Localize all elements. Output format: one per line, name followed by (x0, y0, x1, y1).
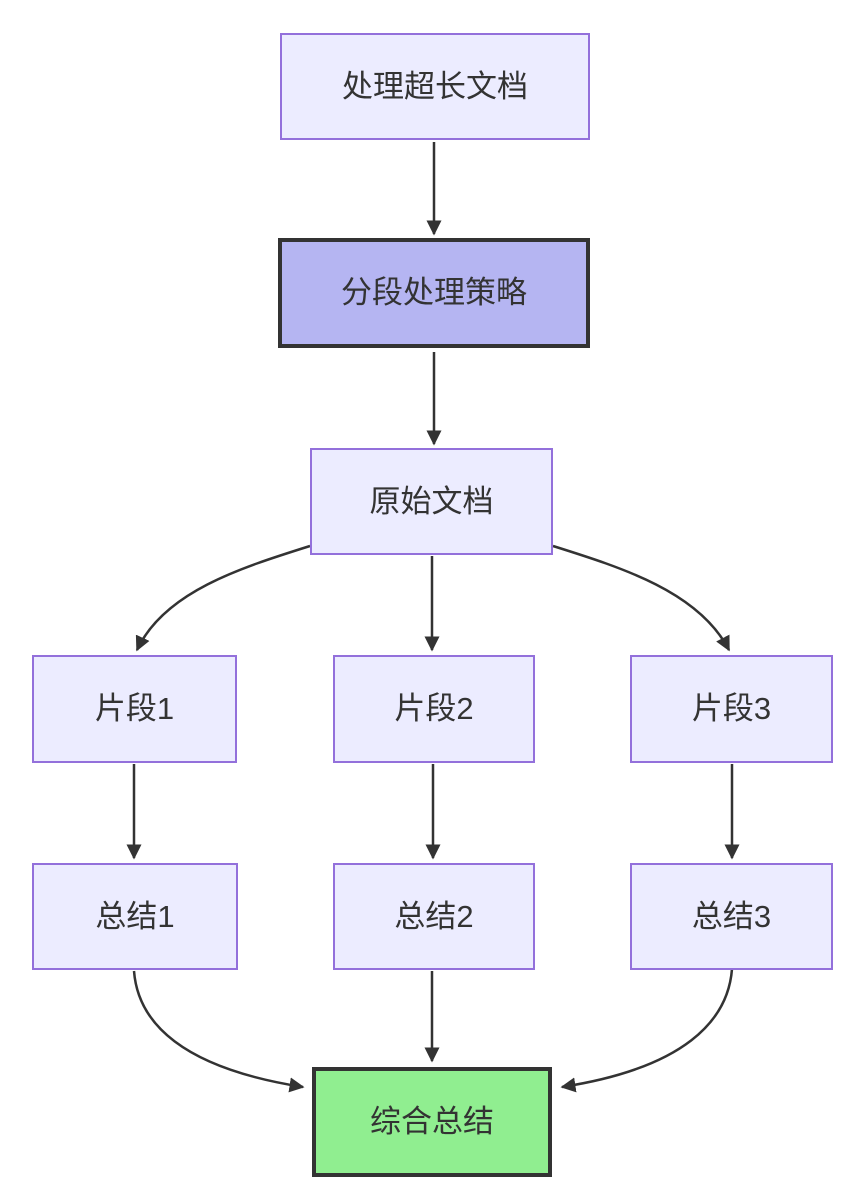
node-fragment-3: 片段3 (630, 655, 833, 763)
node-fragment-2: 片段2 (333, 655, 535, 763)
node-label: 综合总结 (370, 1104, 494, 1140)
edge-C-D (135, 544, 311, 652)
node-label: 片段1 (94, 691, 175, 727)
node-label: 片段3 (691, 691, 772, 727)
node-label: 原始文档 (369, 483, 494, 519)
node-fragment-1: 片段1 (32, 655, 237, 763)
node-original-doc: 原始文档 (310, 448, 553, 555)
node-label: 总结2 (394, 898, 474, 934)
node-label: 总结3 (691, 898, 772, 934)
node-label: 总结1 (95, 898, 175, 934)
node-label: 分段处理策略 (341, 275, 527, 311)
node-label: 片段2 (394, 691, 474, 727)
node-process-long-doc: 处理超长文档 (280, 33, 590, 140)
node-segment-strategy: 分段处理策略 (278, 238, 590, 348)
node-combined-summary: 综合总结 (312, 1067, 552, 1177)
edge-C-F (552, 544, 731, 652)
edge-G-J (132, 970, 305, 1093)
node-summary-3: 总结3 (630, 863, 833, 970)
node-label: 处理超长文档 (342, 68, 528, 104)
edge-I-J (560, 968, 734, 1093)
node-summary-1: 总结1 (32, 863, 238, 970)
node-summary-2: 总结2 (333, 863, 535, 970)
